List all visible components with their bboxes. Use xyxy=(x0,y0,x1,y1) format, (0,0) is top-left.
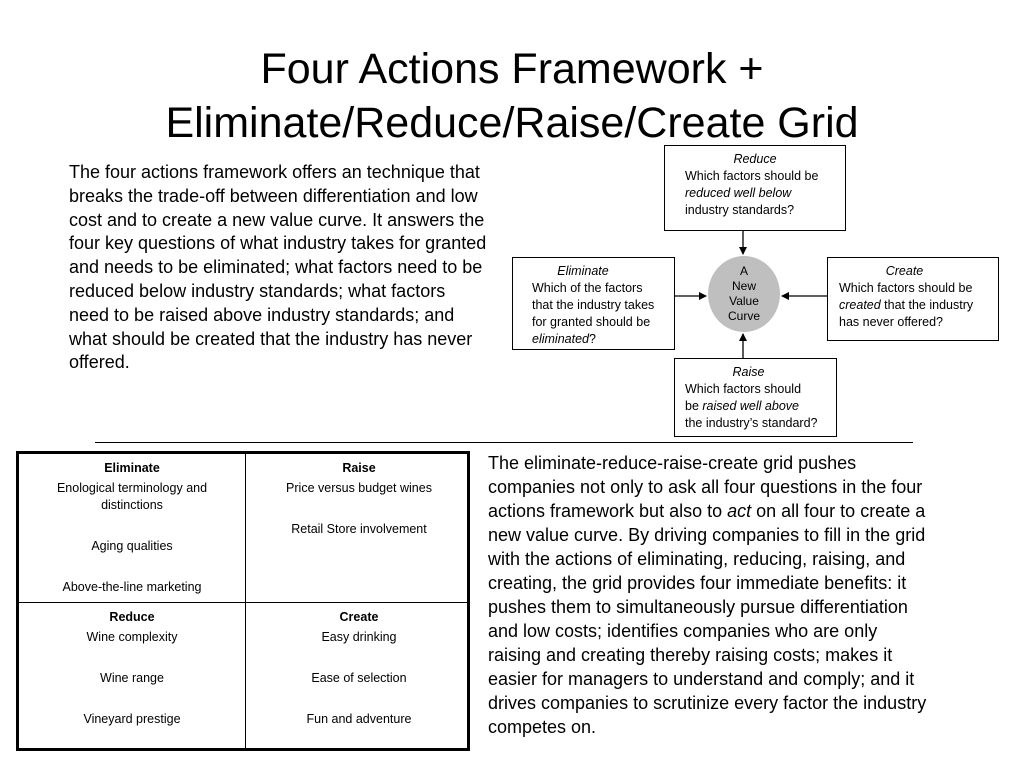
reduce-box-emphasis: reduced well below xyxy=(685,186,792,200)
grid-item: Easy drinking xyxy=(321,630,397,644)
grid-cell-title: Eliminate xyxy=(104,461,160,475)
grid-item: Price versus budget wines xyxy=(286,481,432,495)
eliminate-box-line1: Which of the factors xyxy=(532,281,643,295)
grid-cell-create: Create Easy drinking Ease of selection F… xyxy=(269,609,449,752)
grid-item: Above-the-line marketing xyxy=(62,580,202,594)
create-box-line2-rest: that the industry xyxy=(880,298,974,312)
create-question-box: Create Which factors should be created t… xyxy=(827,257,999,341)
reduce-question-box: Reduce Which factors should be reduced w… xyxy=(664,145,846,231)
intro-paragraph: The four actions framework offers an tec… xyxy=(69,162,487,373)
raise-box-header: Raise xyxy=(732,365,765,379)
reduce-box-line3: industry standards? xyxy=(685,203,795,217)
create-box-line3: has never offered? xyxy=(839,315,944,329)
center-line-1: A xyxy=(739,264,748,278)
raise-box-emphasis: raised well above xyxy=(702,399,799,413)
grid-cell-reduce: Reduce Wine complexity Wine range Vineya… xyxy=(37,609,227,752)
grid-item: Wine range xyxy=(100,671,164,685)
new-value-curve-circle: A New Value Curve xyxy=(708,256,780,332)
grid-description-paragraph: The eliminate-reduce-raise-create grid p… xyxy=(488,451,934,739)
grid-horizontal-rule xyxy=(19,602,467,603)
grid-cell-raise: Raise Price versus budget wines Retail S… xyxy=(269,460,449,562)
errc-grid: Eliminate Enological terminology and dis… xyxy=(16,451,470,751)
grid-cell-title: Create xyxy=(339,610,379,624)
eliminate-box-line3: for granted should be xyxy=(532,315,651,329)
grid-item: Fun and adventure xyxy=(306,712,412,726)
raise-question-box: Raise Which factors should be raised wel… xyxy=(674,358,837,437)
create-box-emphasis: created xyxy=(839,298,881,312)
title-line-2: Eliminate/Reduce/Raise/Create Grid xyxy=(165,99,859,147)
grid-cell-title: Reduce xyxy=(109,610,155,624)
grid-cell-title: Raise xyxy=(342,461,376,475)
eliminate-box-line2: that the industry takes xyxy=(532,298,655,312)
grid-text-before: The eliminate-reduce-raise-create grid p… xyxy=(488,453,923,521)
reduce-box-header: Reduce xyxy=(733,152,777,166)
grid-item: Enological terminology and distinctions xyxy=(56,481,208,512)
reduce-box-line1: Which factors should be xyxy=(685,169,819,183)
create-box-header: Create xyxy=(885,264,924,278)
eliminate-box-tail: ? xyxy=(588,332,596,346)
center-line-4: Curve xyxy=(727,309,760,323)
title-line-1: Four Actions Framework + xyxy=(260,45,764,93)
grid-item: Ease of selection xyxy=(311,671,407,685)
raise-box-line3: the industry’s standard? xyxy=(685,416,818,430)
center-line-3: Value xyxy=(729,294,759,308)
create-box-line1: Which factors should be xyxy=(839,281,973,295)
grid-item: Vineyard prestige xyxy=(83,712,181,726)
eliminate-question-box: Eliminate Which of the factors that the … xyxy=(512,257,675,350)
eliminate-box-header: Eliminate xyxy=(557,264,609,278)
grid-cell-eliminate: Eliminate Enological terminology and dis… xyxy=(37,460,227,620)
grid-vertical-rule xyxy=(245,454,246,748)
raise-box-line1: Which factors should xyxy=(685,382,802,396)
grid-item: Retail Store involvement xyxy=(291,522,427,536)
grid-text-emphasis: act xyxy=(727,501,752,521)
raise-box-line2-pre: be xyxy=(685,399,703,413)
section-divider xyxy=(95,442,913,443)
grid-item: Aging qualities xyxy=(91,539,173,553)
center-line-2: New xyxy=(731,279,756,293)
grid-item: Wine complexity xyxy=(86,630,178,644)
grid-text-after: on all four to create a new value curve.… xyxy=(488,501,927,737)
slide-title: Four Actions Framework + Eliminate/Reduc… xyxy=(0,42,1024,150)
eliminate-box-emphasis: eliminated xyxy=(532,332,589,346)
